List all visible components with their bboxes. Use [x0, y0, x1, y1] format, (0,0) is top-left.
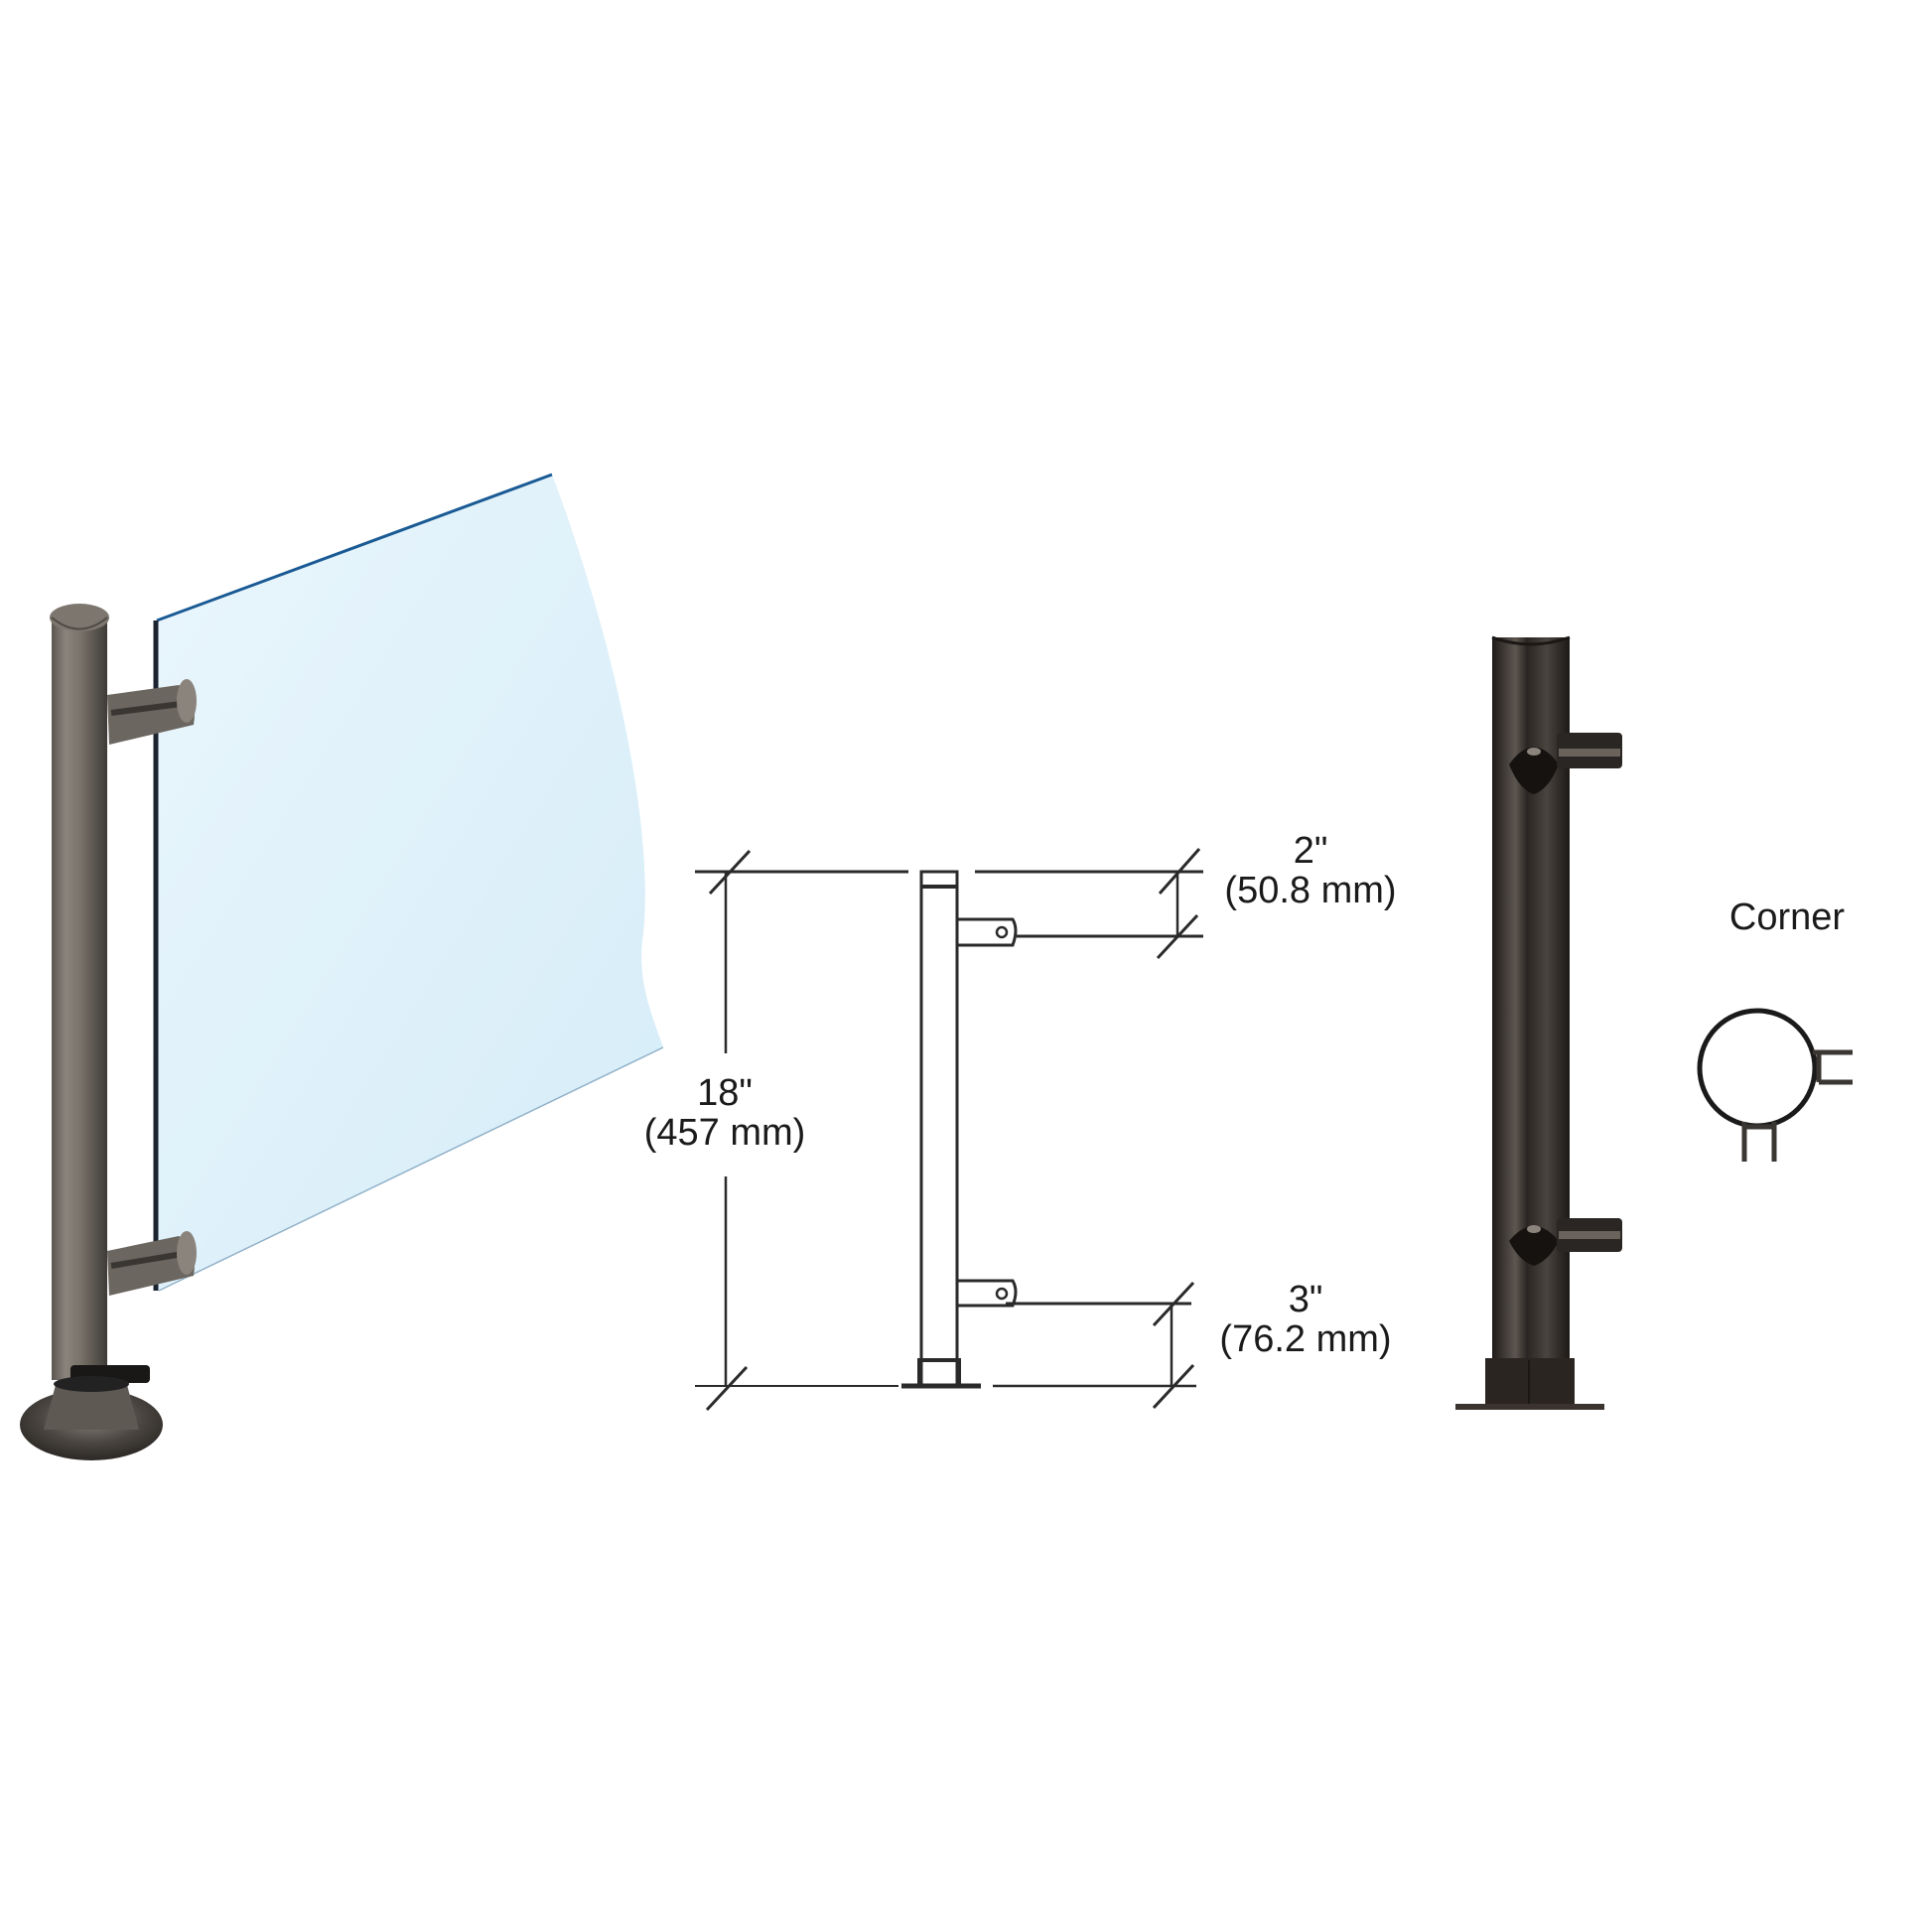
drawing-lower-tab	[957, 1279, 1018, 1308]
glass-panel	[157, 475, 663, 1291]
drawing-post-outline	[919, 870, 959, 1388]
post-base-flange	[20, 1365, 163, 1460]
side-upper-clamp	[1509, 733, 1622, 794]
glass-bottom-edge	[158, 1046, 664, 1292]
lower-glass-clamp	[107, 1231, 197, 1296]
corner-side-clamp	[1813, 1049, 1853, 1085]
side-lower-clamp	[1509, 1218, 1622, 1266]
dimension-drawing	[695, 848, 1203, 1412]
post-body	[52, 616, 107, 1380]
side-view-dark-post	[1455, 635, 1622, 1410]
plan-view-corner	[1697, 1008, 1853, 1162]
post-cap	[50, 604, 109, 631]
drawing-upper-tab	[957, 917, 1018, 947]
corner-post-circle	[1697, 1008, 1818, 1129]
glass-top-edge	[156, 473, 553, 622]
product-photo-post-with-glass	[20, 473, 664, 1460]
corner-bottom-clamp	[1741, 1122, 1777, 1162]
upper-glass-clamp	[107, 679, 197, 745]
